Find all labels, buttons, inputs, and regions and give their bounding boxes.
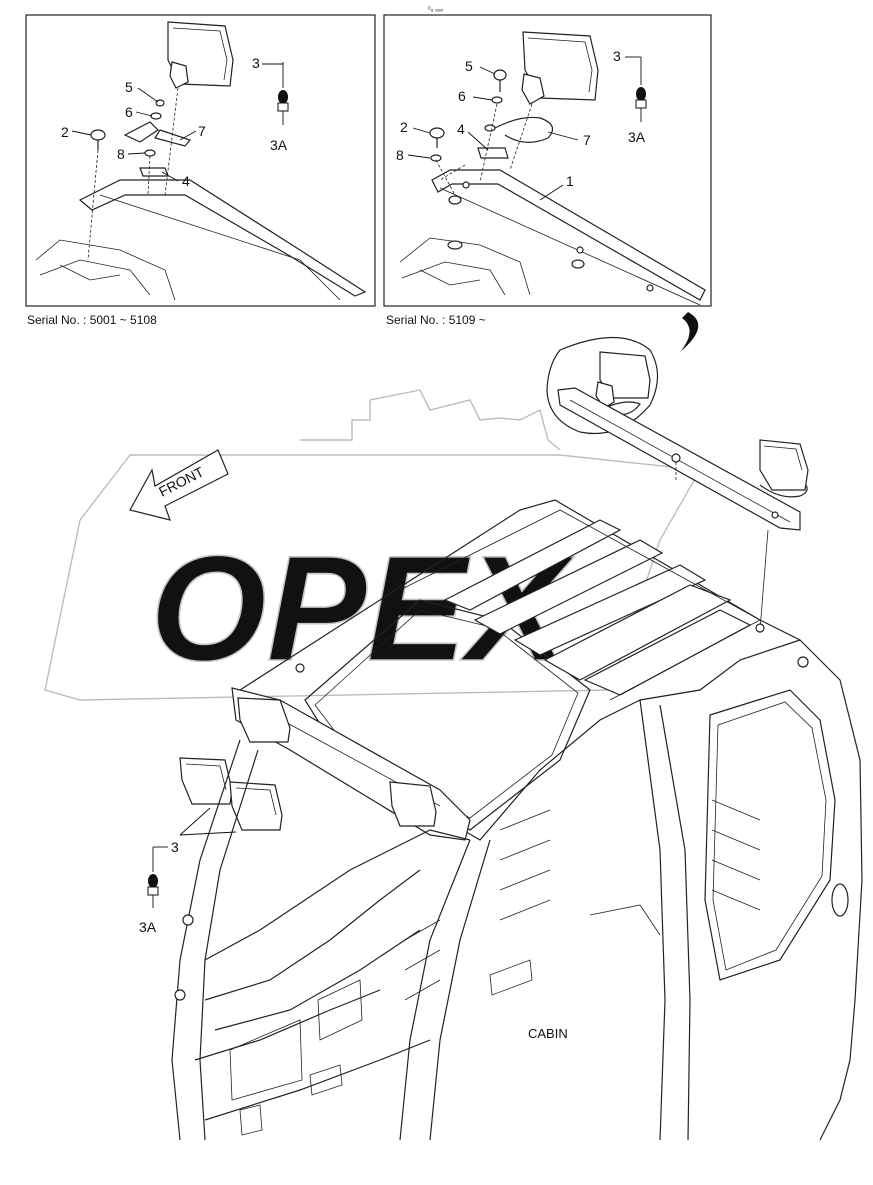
left-callout-3a: 3A: [270, 137, 288, 153]
right-callout-7: 7: [583, 132, 591, 148]
cabin-label: CABIN: [528, 1026, 568, 1041]
right-callout-4: 4: [457, 121, 465, 137]
left-serial-label: Serial No. : 5001 ~ 5108: [27, 313, 157, 327]
right-serial-label: Serial No. : 5109 ~: [386, 313, 486, 327]
cabin-drawing: [171, 499, 863, 1141]
left-callout-3: 3: [252, 55, 260, 71]
left-callout-7: 7: [198, 123, 206, 139]
header-mark: ᵒᵤ ₒₒₒ: [428, 6, 444, 13]
right-callout-2: 2: [400, 119, 408, 135]
left-callout-8: 8: [117, 146, 125, 162]
right-callout-6: 6: [458, 88, 466, 104]
front-arrow: FRONT: [129, 449, 229, 521]
left-callout-6: 6: [125, 104, 133, 120]
right-callout-5: 5: [465, 58, 473, 74]
right-callout-3a: 3A: [628, 129, 646, 145]
main-callout-group: 3 3A: [139, 807, 237, 935]
bulb-icon: [277, 62, 289, 125]
right-callout-8: 8: [396, 147, 404, 163]
right-callout-1: 1: [566, 173, 574, 189]
left-detail-panel: 3 5 6 2 7 8 4 3A: [25, 14, 376, 307]
right-callout-3: 3: [613, 48, 621, 64]
bulb-icon: [147, 847, 159, 908]
left-callout-4: 4: [182, 173, 190, 189]
left-callout-5: 5: [125, 79, 133, 95]
main-callout-3: 3: [171, 839, 179, 855]
right-detail-panel: 3 5 6 2 4 7 8 1 3A: [383, 14, 712, 307]
circular-detail: [546, 336, 809, 631]
main-callout-3a: 3A: [139, 919, 157, 935]
bulb-icon: [635, 57, 647, 122]
left-callout-2: 2: [61, 124, 69, 140]
pointer-arrow: [680, 312, 699, 352]
